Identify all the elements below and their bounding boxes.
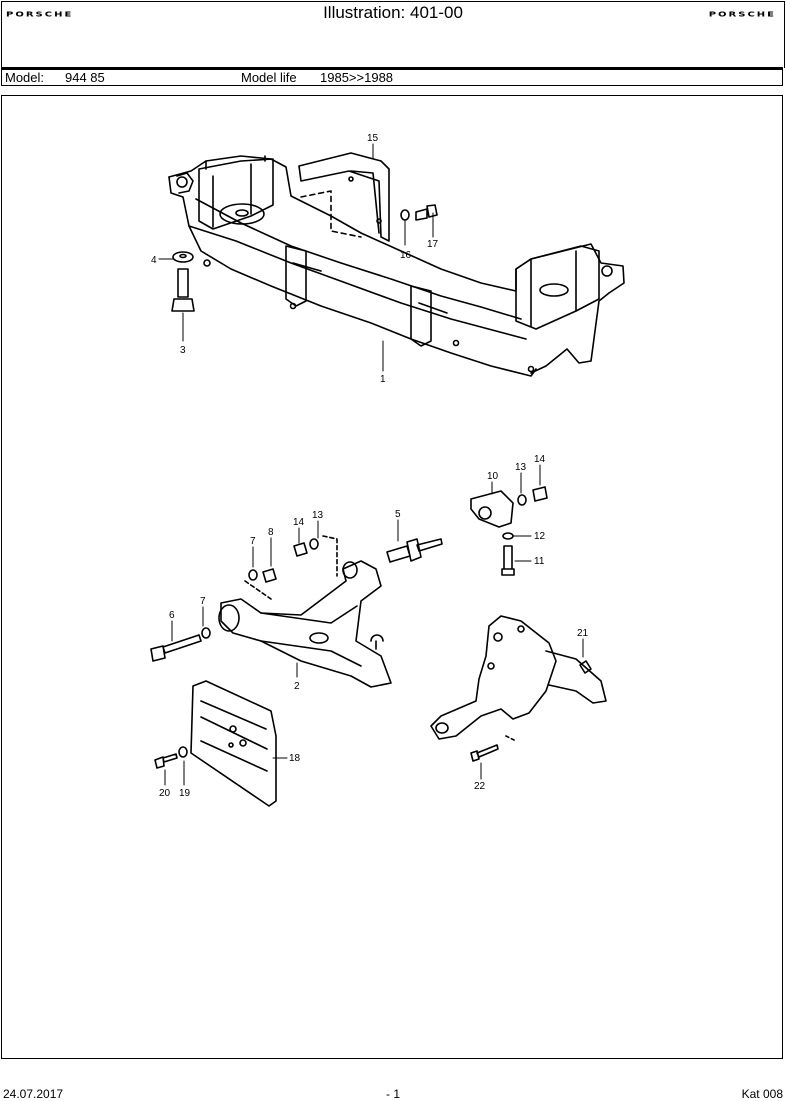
- callout-10: 10: [487, 471, 499, 482]
- crossmember-drawing: [168, 155, 625, 377]
- callout-21: 21: [577, 628, 589, 639]
- callout-13b: 13: [312, 510, 324, 521]
- callout-7b: 7: [200, 596, 206, 607]
- callout-1: 1: [380, 374, 386, 385]
- diagram-frame: 15 16 17 4 3 1 10 13 14 12 11 5 14 13 7 …: [1, 95, 783, 1059]
- footer-date: 24.07.2017: [3, 1087, 64, 1101]
- callout-18: 18: [289, 753, 301, 764]
- pin-5-drawing: [386, 538, 443, 563]
- callout-7: 7: [250, 536, 256, 547]
- callout-19: 19: [179, 788, 191, 799]
- callout-16: 16: [400, 250, 412, 261]
- porsche-logo-left: PORSCHE: [6, 11, 74, 19]
- callout-20: 20: [159, 788, 171, 799]
- callout-8: 8: [268, 527, 274, 538]
- bushing-10-drawing: [470, 486, 548, 576]
- callout-14: 14: [534, 454, 546, 465]
- callout-4: 4: [151, 255, 157, 266]
- callout-11: 11: [534, 556, 545, 567]
- callout-22: 22: [474, 781, 486, 792]
- model-life-label: Model life: [241, 70, 297, 85]
- callout-13: 13: [515, 462, 527, 473]
- callout-17: 17: [427, 239, 439, 250]
- callout-3: 3: [180, 345, 186, 356]
- footer-page-number: - 1: [386, 1087, 401, 1101]
- page-title: Illustration: 401-00: [323, 3, 463, 22]
- callout-6: 6: [169, 610, 175, 621]
- porsche-logo-right: PORSCHE: [708, 11, 776, 19]
- washer-bolt-16-17: [400, 204, 438, 221]
- steering-knuckle-drawing: [430, 615, 607, 762]
- callout-2: 2: [294, 681, 300, 692]
- washer-bolt-3-4: [171, 251, 195, 312]
- bolt-20-washer-19: [154, 746, 188, 769]
- model-label: Model:: [5, 70, 45, 85]
- nut-washer-cluster: [244, 535, 338, 600]
- callout-labels: 15 16 17 4 3 1 10 13 14 12 11 5 14 13 7 …: [151, 133, 589, 799]
- callout-5: 5: [395, 509, 401, 520]
- callout-12: 12: [534, 531, 546, 542]
- callout-15: 15: [367, 133, 379, 144]
- control-arm-drawing: [218, 560, 392, 688]
- bracket-15-drawing: [298, 152, 390, 242]
- leader-lines: [158, 143, 584, 786]
- exploded-parts-diagram: 15 16 17 4 3 1 10 13 14 12 11 5 14 13 7 …: [150, 133, 625, 807]
- bolt-6-washer-7: [150, 627, 211, 662]
- shield-18-drawing: [190, 680, 277, 807]
- model-life-value: 1985>>1988: [320, 70, 394, 85]
- callout-14b: 14: [293, 517, 305, 528]
- model-bar: Model: 944 85 Model life 1985>>1988: [1, 67, 783, 86]
- model-value: 944 85: [65, 70, 105, 85]
- footer-catalog: Kat 008: [741, 1087, 783, 1101]
- header: PORSCHE Illustration: 401-00 PORSCHE: [1, 1, 785, 68]
